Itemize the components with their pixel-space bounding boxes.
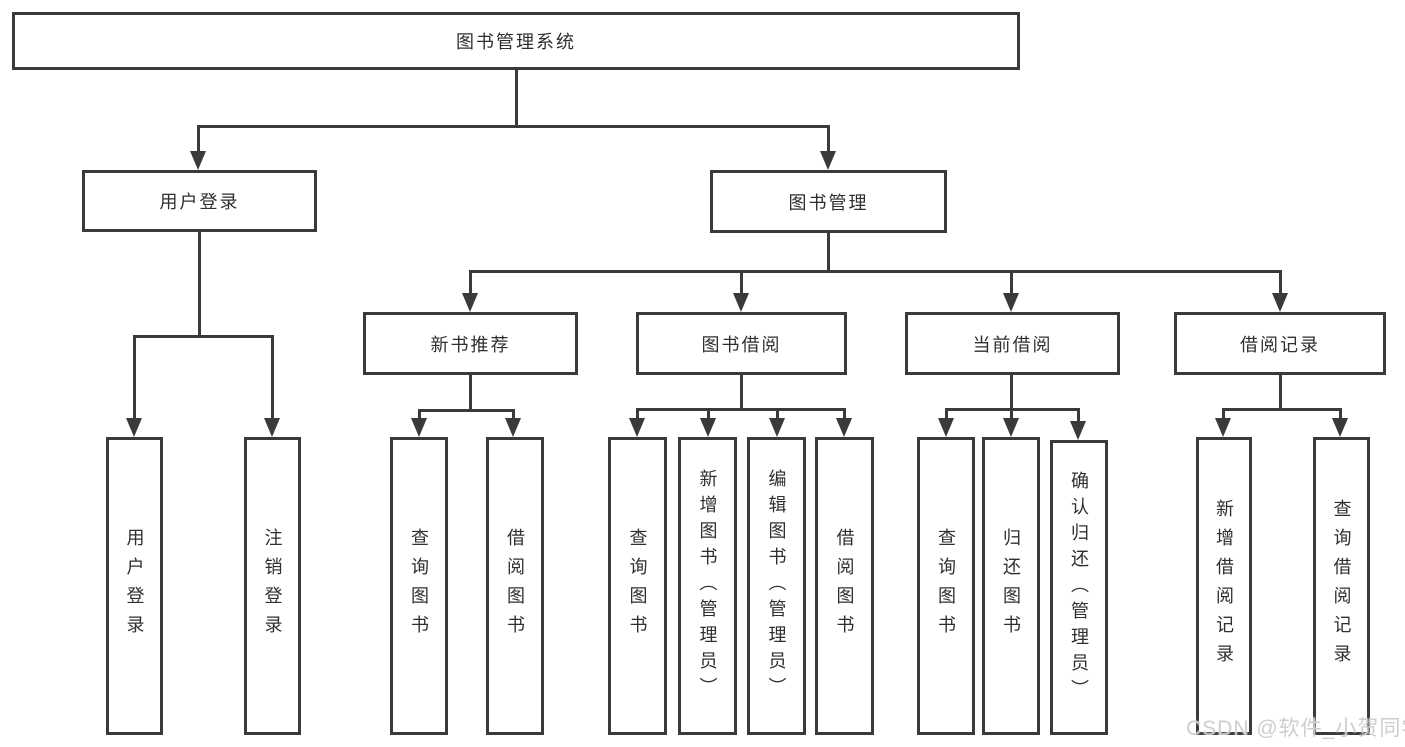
node-nbr-borrow-book-label: 借阅图书	[505, 528, 525, 644]
connector	[418, 409, 421, 421]
arrowhead-icon	[1003, 293, 1019, 312]
connector	[133, 335, 136, 420]
node-book-borrow-label: 图书借阅	[701, 334, 782, 355]
node-cb-query-book-label: 查询图书	[936, 528, 956, 644]
node-user-login-label: 用户登录	[159, 192, 240, 212]
node-bb-add-book: 新增图书（管理员）	[678, 437, 737, 735]
arrowhead-icon	[836, 418, 852, 437]
connector	[271, 335, 274, 420]
connector	[707, 408, 710, 420]
connector	[1222, 408, 1225, 420]
node-root: 图书管理系统	[12, 12, 1020, 70]
node-leaf-user-login: 用户登录	[106, 437, 163, 735]
connector	[515, 70, 518, 125]
connector	[1279, 375, 1282, 408]
connector	[843, 408, 846, 420]
node-br-add-record: 新增借阅记录	[1196, 437, 1252, 735]
node-book-management-label: 图书管理	[788, 192, 869, 213]
connector	[740, 270, 743, 295]
arrowhead-icon	[462, 293, 478, 312]
connector	[469, 270, 472, 295]
arrowhead-icon	[126, 418, 142, 437]
node-borrow-record-label: 借阅记录	[1240, 334, 1320, 355]
connector	[1010, 375, 1013, 408]
node-bb-add-book-label: 新增图书（管理员）	[697, 469, 718, 703]
node-new-book-recommend: 新书推荐	[363, 312, 578, 375]
connector	[1222, 408, 1342, 411]
node-nbr-borrow-book: 借阅图书	[486, 437, 544, 735]
node-bb-edit-book-label: 编辑图书（管理员）	[766, 469, 787, 703]
arrowhead-icon	[411, 418, 427, 437]
connector	[776, 408, 779, 420]
arrowhead-icon	[820, 151, 836, 170]
node-nbr-query-book-label: 查询图书	[409, 528, 429, 644]
node-leaf-logout: 注销登录	[244, 437, 301, 735]
node-br-query-record: 查询借阅记录	[1313, 437, 1370, 735]
csdn-watermark: CSDN @软件_小贺同学	[1186, 717, 1405, 740]
connector	[827, 125, 830, 153]
node-cb-return-book: 归还图书	[982, 437, 1040, 735]
arrowhead-icon	[264, 418, 280, 437]
connector	[636, 408, 639, 420]
node-leaf-logout-label: 注销登录	[262, 528, 283, 644]
connector	[827, 233, 830, 270]
arrowhead-icon	[769, 418, 785, 437]
arrowhead-icon	[1003, 418, 1019, 437]
node-cb-confirm-return-label: 确认归还（管理员）	[1069, 470, 1089, 705]
arrowhead-icon	[1215, 418, 1231, 437]
node-user-login: 用户登录	[82, 170, 317, 232]
node-current-borrow: 当前借阅	[905, 312, 1120, 375]
node-cb-query-book: 查询图书	[917, 437, 975, 735]
node-current-borrow-label: 当前借阅	[972, 334, 1053, 355]
node-bb-borrow-book-label: 借阅图书	[834, 528, 855, 644]
node-root-label: 图书管理系统	[456, 32, 576, 52]
arrowhead-icon	[1332, 418, 1348, 437]
node-book-borrow: 图书借阅	[636, 312, 847, 375]
arrowhead-icon	[938, 418, 954, 437]
node-cb-confirm-return: 确认归还（管理员）	[1050, 440, 1108, 735]
arrowhead-icon	[190, 151, 206, 170]
node-bb-edit-book: 编辑图书（管理员）	[747, 437, 806, 735]
node-leaf-user-login-label: 用户登录	[124, 528, 145, 644]
connector	[1010, 270, 1013, 295]
connector	[469, 375, 472, 409]
node-nbr-query-book: 查询图书	[390, 437, 448, 735]
connector	[1279, 270, 1282, 295]
node-new-book-recommend-label: 新书推荐	[430, 334, 511, 355]
connector	[1077, 408, 1080, 422]
arrowhead-icon	[1272, 293, 1288, 312]
arrowhead-icon	[1070, 421, 1086, 440]
connector	[1010, 408, 1013, 420]
node-bb-query-book-label: 查询图书	[627, 528, 648, 644]
connector	[198, 232, 201, 335]
arrowhead-icon	[700, 418, 716, 437]
node-book-management: 图书管理	[710, 170, 947, 233]
connector	[418, 409, 515, 412]
connector	[636, 408, 846, 411]
node-borrow-record: 借阅记录	[1174, 312, 1386, 375]
node-br-query-record-label: 查询借阅记录	[1331, 499, 1352, 673]
connector	[133, 335, 274, 338]
node-bb-borrow-book: 借阅图书	[815, 437, 874, 735]
connector	[740, 375, 743, 408]
node-br-add-record-label: 新增借阅记录	[1214, 499, 1234, 673]
connector	[197, 125, 200, 153]
arrowhead-icon	[505, 418, 521, 437]
connector	[945, 408, 948, 420]
arrowhead-icon	[733, 293, 749, 312]
arrowhead-icon	[629, 418, 645, 437]
connector	[512, 409, 515, 421]
node-cb-return-book-label: 归还图书	[1001, 528, 1021, 644]
connector	[469, 270, 1282, 273]
node-bb-query-book: 查询图书	[608, 437, 667, 735]
connector	[197, 125, 830, 128]
connector	[1339, 408, 1342, 420]
